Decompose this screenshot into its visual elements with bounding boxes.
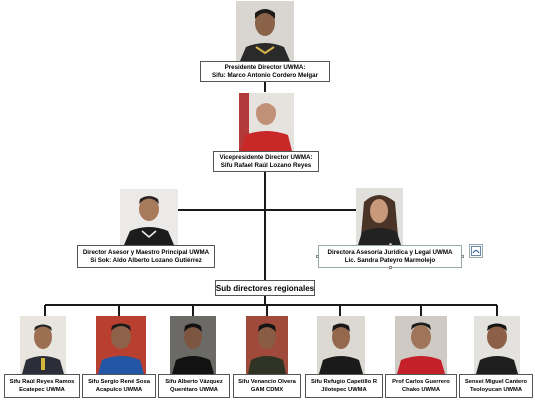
regional-box-2: Sifu Sergio René Sosa Acapulco UWMA bbox=[82, 374, 156, 398]
regional-place-7: Teoloyucan UWMA bbox=[469, 387, 523, 393]
regional-box-6: Prof Carlos Guerrero Chako UWMA bbox=[385, 374, 457, 398]
regional-place-6: Chako UWMA bbox=[402, 387, 440, 393]
sub-directors-header: Sub directores regionales bbox=[215, 280, 315, 296]
regional-photo-5 bbox=[317, 316, 365, 374]
legal-photo bbox=[356, 188, 403, 245]
president-title: Presidente Director UWMA: bbox=[224, 63, 306, 71]
regional-name-5: Sifu Refugio Capetillo R bbox=[310, 379, 378, 385]
advisor-box: Director Asesor y Maestro Principal UWMA… bbox=[77, 245, 215, 268]
regional-photo-7 bbox=[474, 316, 520, 374]
vice-president-box: Vicepresidente Director UWMA: Sifu Rafae… bbox=[213, 151, 319, 172]
advisor-title: Director Asesor y Maestro Principal UWMA bbox=[82, 248, 210, 256]
regional-photo-1 bbox=[20, 316, 66, 374]
regional-box-4: Sifu Venancio Olvera GAM CDMX bbox=[233, 374, 301, 398]
legal-name: Lic. Sandra Pateyro Marmolejo bbox=[344, 256, 436, 264]
legal-title: Directora Asesoría Jurídica y Legal UWMA bbox=[327, 248, 453, 256]
regional-place-4: GAM CDMX bbox=[250, 387, 284, 393]
regional-photo-4 bbox=[246, 316, 288, 374]
selection-handle-bottom[interactable] bbox=[389, 266, 392, 269]
layout-options-icon[interactable] bbox=[469, 244, 483, 258]
legal-box[interactable]: Directora Asesoría Jurídica y Legal UWMA… bbox=[318, 245, 462, 268]
regional-name-6: Prof Carlos Guerrero bbox=[392, 379, 450, 385]
selection-handle-left[interactable] bbox=[316, 255, 319, 258]
regional-box-3: Sifu Alberto Vázquez Querétaro UWMA bbox=[158, 374, 230, 398]
advisor-photo bbox=[120, 189, 178, 245]
regional-place-1: Ecatepec UWMA bbox=[19, 387, 65, 393]
regional-photo-3 bbox=[170, 316, 216, 374]
vice-president-photo bbox=[239, 93, 294, 151]
regional-box-5: Sifu Refugio Capetillo R Jilotepec UWMA bbox=[305, 374, 383, 398]
vice-president-title: Vicepresidente Director UWMA: bbox=[219, 153, 313, 161]
selection-handle-right[interactable] bbox=[461, 255, 464, 258]
regional-photo-2 bbox=[96, 316, 146, 374]
president-box: Presidente Director UWMA: Sifu: Marco An… bbox=[200, 61, 330, 82]
president-photo bbox=[236, 1, 294, 61]
selection-handle-top[interactable] bbox=[389, 243, 392, 246]
regional-name-3: Sifu Alberto Vázquez bbox=[165, 379, 223, 385]
regional-box-7: Sensei Miguel Cantero Teoloyucan UWMA bbox=[459, 374, 533, 398]
regional-place-2: Acapulco UWMA bbox=[95, 387, 143, 393]
regional-name-7: Sensei Miguel Cantero bbox=[464, 379, 528, 385]
regional-name-2: Sifu Sergio René Sosa bbox=[88, 379, 150, 385]
regional-place-3: Querétaro UWMA bbox=[170, 387, 218, 393]
regional-name-4: Sifu Venancio Olvera bbox=[238, 379, 296, 385]
regional-photo-6 bbox=[395, 316, 447, 374]
president-name: Sifu: Marco Antonio Cordero Melgar bbox=[212, 71, 318, 79]
regional-box-1: Sifu Raúl Reyes Ramos Ecatepec UWMA bbox=[4, 374, 80, 398]
vice-president-name: Sifu Rafael Raúl Lozano Reyes bbox=[220, 161, 312, 169]
advisor-name: Si Sok: Aldo Alberto Lozano Gutiérrez bbox=[90, 256, 202, 264]
regional-place-5: Jilotepec UWMA bbox=[321, 387, 367, 393]
regional-name-1: Sifu Raúl Reyes Ramos bbox=[9, 379, 75, 385]
